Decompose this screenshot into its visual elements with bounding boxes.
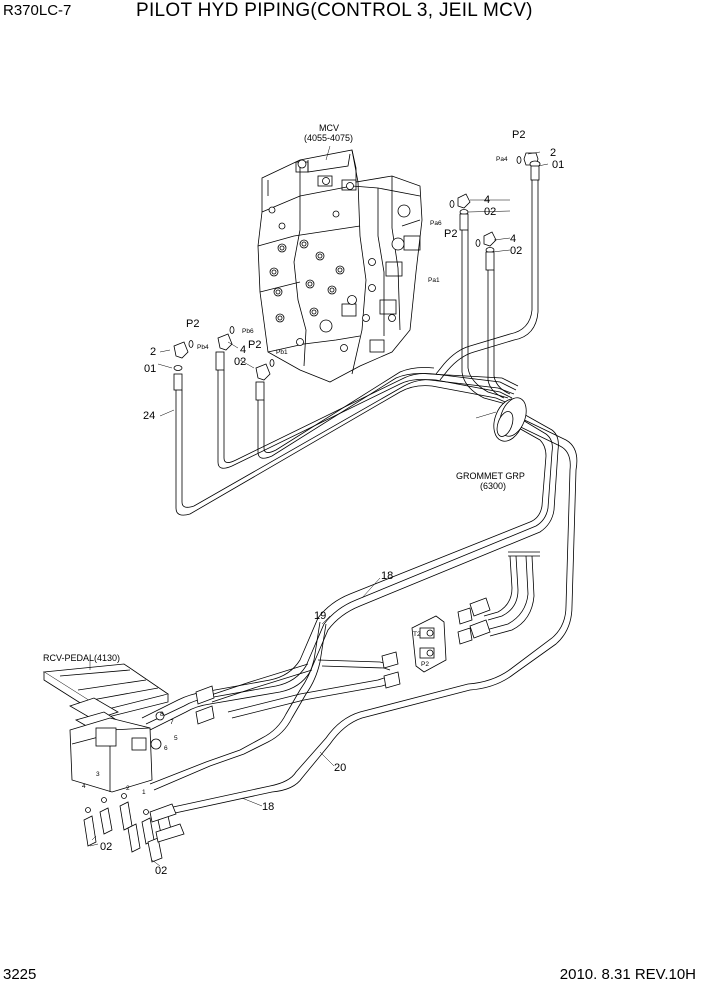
port-p2-small: P2 <box>421 661 429 668</box>
callout-2-top: 2 <box>550 147 556 159</box>
callout-18-top: 18 <box>381 570 393 582</box>
port-pa4: Pa4 <box>496 156 508 163</box>
manifold-hose-fittings <box>195 597 491 725</box>
port-8: 8 <box>160 711 164 718</box>
rcv-pedal <box>42 663 169 793</box>
callout-02-a: 02 <box>484 206 496 218</box>
callout-02-b: 02 <box>510 245 522 257</box>
port-t2: T2 <box>413 631 421 638</box>
callout-01-top: 01 <box>552 159 564 171</box>
page-title: PILOT HYD PIPING(CONTROL 3, JEIL MCV) <box>136 0 533 21</box>
grommet <box>493 397 527 442</box>
port-5: 5 <box>174 735 178 742</box>
port-1: 1 <box>142 789 146 796</box>
port-pb6: Pb6 <box>242 328 254 335</box>
callout-4-b: 4 <box>510 233 516 245</box>
callout-p2-left: P2 <box>186 318 199 330</box>
pedal-manifold <box>411 615 447 673</box>
callout-18-bottom: 18 <box>262 801 274 813</box>
callout-02-left: 02 <box>234 356 246 368</box>
leader-lines <box>89 145 549 867</box>
rcv-pedal-label: RCV-PEDAL(4130) <box>43 653 120 663</box>
callout-2-left: 2 <box>150 346 156 358</box>
port-pb4: Pb4 <box>197 344 209 351</box>
port-3: 3 <box>96 771 100 778</box>
page-number: 3225 <box>3 966 37 983</box>
model-label: R370LC-7 <box>3 2 72 19</box>
mcv-label: MCV <box>319 123 339 133</box>
callout-20: 20 <box>334 762 346 774</box>
port-pb1: Pb1 <box>276 349 288 356</box>
callout-4-left: 4 <box>240 344 246 356</box>
port-4: 4 <box>82 783 86 790</box>
grommet-range-label: (6300) <box>480 481 506 491</box>
port-2: 2 <box>126 785 130 792</box>
callout-02-pedal-b: 02 <box>155 865 167 877</box>
pedal-port-fittings <box>83 793 185 863</box>
callout-4-a: 4 <box>484 194 490 206</box>
callout-01-left: 01 <box>144 363 156 375</box>
callout-p2-lower: P2 <box>248 339 261 351</box>
grommet-label: GROMMET GRP <box>456 471 525 481</box>
mcv-fittings <box>173 152 541 401</box>
port-pa6: Pa6 <box>430 220 442 227</box>
callout-02-pedal-a: 02 <box>100 841 112 853</box>
port-pa1: Pa1 <box>428 277 440 284</box>
callout-19: 19 <box>314 610 326 622</box>
revision-date: 2010. 8.31 REV.10H <box>559 966 696 983</box>
port-6: 6 <box>164 745 168 752</box>
port-7: 7 <box>170 719 174 726</box>
mcv-range-label: (4055-4075) <box>304 133 353 143</box>
callout-p2-top: P2 <box>512 129 525 141</box>
mcv-spools <box>268 159 411 352</box>
callout-24: 24 <box>143 410 155 422</box>
callout-p2-mid: P2 <box>444 228 457 240</box>
